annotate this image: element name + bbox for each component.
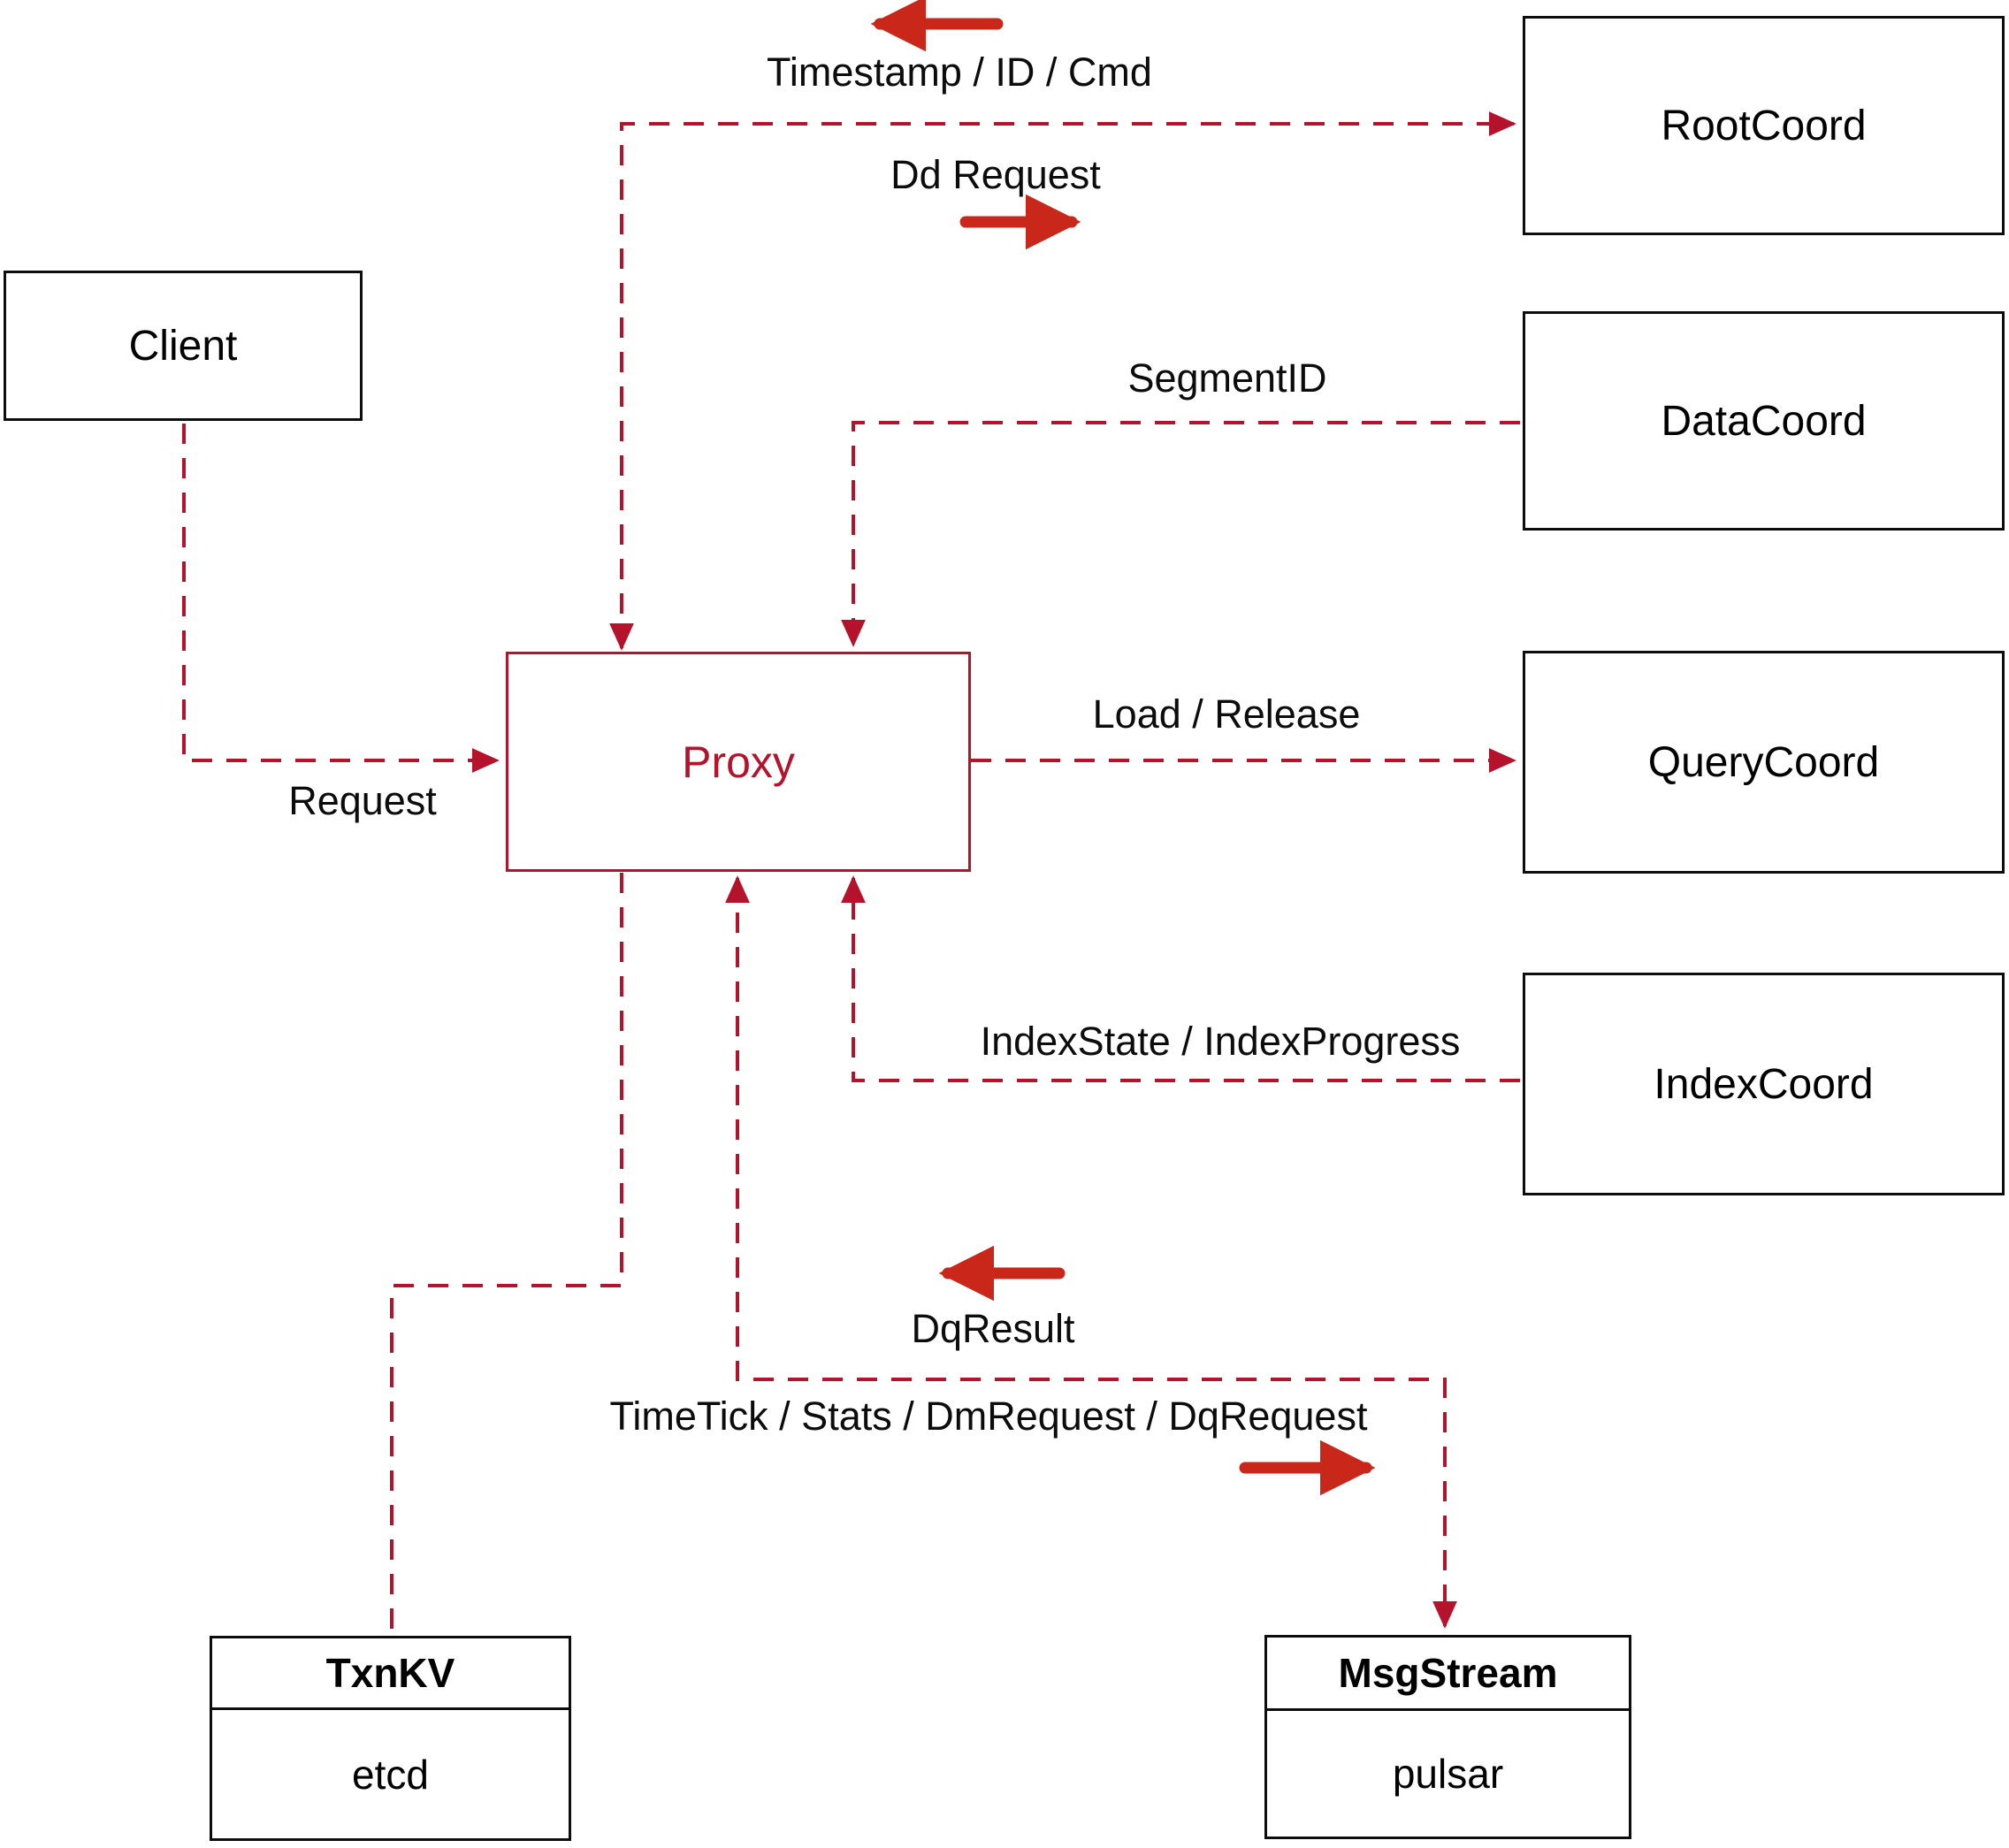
edge-proxy-msgstream — [725, 875, 1457, 1629]
node-txnkv-title: TxnKV — [212, 1638, 569, 1710]
node-indexcoord: IndexCoord — [1523, 973, 2005, 1195]
edge-proxy-rootcoord — [609, 111, 1516, 651]
edge-proxy-txnkv — [390, 873, 623, 1632]
edge-label-index-state: IndexState / IndexProgress — [980, 1019, 1461, 1064]
edge-label-segment-id: SegmentID — [1127, 355, 1327, 401]
node-client: Client — [4, 271, 363, 421]
node-querycoord: QueryCoord — [1523, 651, 2005, 874]
edge-datacoord-proxy — [841, 421, 1520, 647]
node-datacoord-label: DataCoord — [1661, 397, 1867, 445]
edge-label-timestamp-id-cmd: Timestamp / ID / Cmd — [767, 50, 1152, 95]
node-client-label: Client — [128, 322, 238, 370]
node-msgstream-title: MsgStream — [1267, 1638, 1629, 1711]
edge-label-dd-request: Dd Request — [890, 152, 1101, 197]
node-proxy: Proxy — [506, 652, 971, 872]
node-msgstream-title-text: MsgStream — [1338, 1650, 1558, 1696]
edge-label-time-tick: TimeTick / Stats / DmRequest / DqRequest — [609, 1394, 1368, 1439]
node-txnkv: TxnKV etcd — [210, 1636, 571, 1841]
node-msgstream: MsgStream pulsar — [1264, 1635, 1631, 1839]
node-msgstream-subtitle-text: pulsar — [1392, 1751, 1504, 1797]
node-msgstream-subtitle: pulsar — [1267, 1711, 1629, 1837]
edge-client-proxy — [182, 424, 500, 773]
node-querycoord-label: QueryCoord — [1647, 738, 1880, 786]
node-txnkv-title-text: TxnKV — [325, 1650, 455, 1696]
node-txnkv-subtitle-text: etcd — [352, 1751, 429, 1798]
edge-label-request: Request — [288, 778, 437, 823]
node-txnkv-subtitle: etcd — [212, 1710, 569, 1838]
node-rootcoord-label: RootCoord — [1661, 102, 1867, 149]
node-datacoord: DataCoord — [1523, 311, 2005, 531]
edge-label-load-release: Load / Release — [1092, 691, 1361, 737]
node-proxy-label: Proxy — [682, 737, 795, 787]
node-indexcoord-label: IndexCoord — [1654, 1060, 1874, 1108]
node-rootcoord: RootCoord — [1523, 16, 2005, 235]
edge-label-dq-result: DqResult — [911, 1306, 1075, 1351]
